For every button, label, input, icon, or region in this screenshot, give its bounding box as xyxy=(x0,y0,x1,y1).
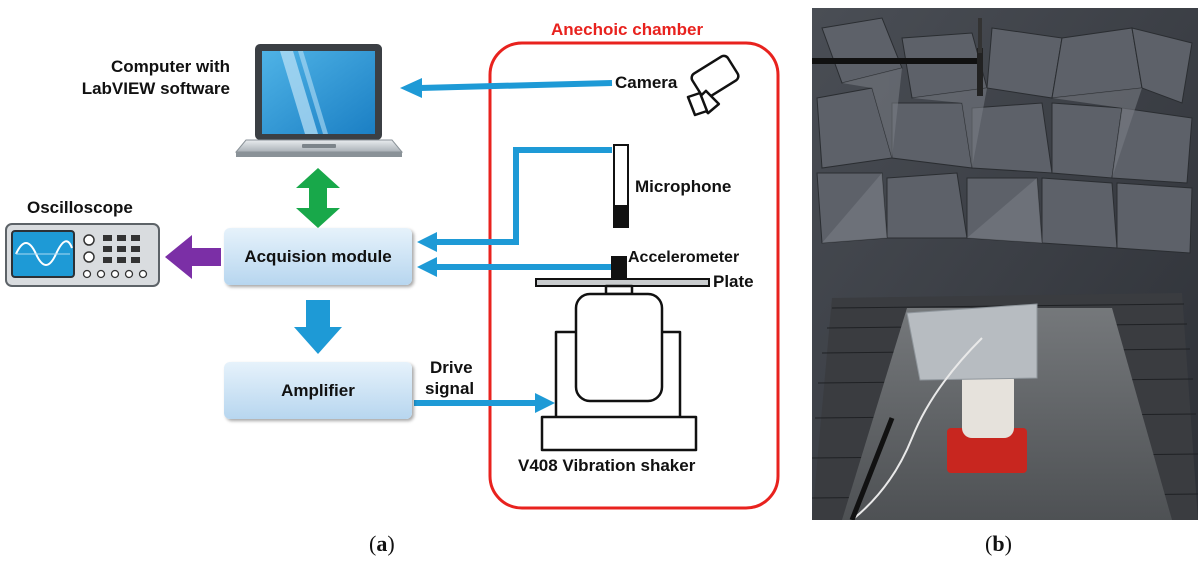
arrowhead-accel-to-module-icon xyxy=(417,257,437,277)
acquisition-module-label: Acquision module xyxy=(244,246,392,266)
laptop-icon xyxy=(234,44,404,157)
drive-signal-label-line1: Drive xyxy=(430,358,473,377)
plate-label: Plate xyxy=(713,272,754,291)
arrowhead-drive-signal-icon xyxy=(535,393,555,413)
drive-signal-label-line2: signal xyxy=(425,379,475,398)
shaker-label: V408 Vibration shaker xyxy=(518,456,696,475)
signal-arrowheads xyxy=(400,78,555,413)
oscilloscope-arrow-icon xyxy=(165,235,221,279)
amplifier-box: Amplifier xyxy=(224,362,412,419)
caption-a-letter: a xyxy=(376,531,388,556)
microphone-icon xyxy=(613,144,629,228)
down-arrow-icon xyxy=(294,300,342,354)
signal-arrows xyxy=(414,80,613,406)
amplifier-label: Amplifier xyxy=(281,380,355,400)
diagram-graphics xyxy=(5,41,780,510)
acquisition-module-box: Acquision module xyxy=(224,228,412,285)
chamber-photo-drawing xyxy=(812,8,1198,520)
caption-b-letter: b xyxy=(992,531,1005,556)
camera-icon xyxy=(686,54,740,117)
arrowhead-mic-to-module-icon xyxy=(417,232,437,252)
arrowhead-to-laptop-icon xyxy=(400,78,422,98)
microphone-label: Microphone xyxy=(635,177,732,196)
camera-label: Camera xyxy=(615,73,678,92)
caption-a: (a) xyxy=(369,531,395,556)
computer-label-line2: LabVIEW software xyxy=(81,79,230,98)
bidirectional-arrow-icon xyxy=(296,168,340,228)
accelerometer-label: Accelerometer xyxy=(628,249,740,266)
vibration-shaker-icon xyxy=(540,284,698,452)
oscilloscope-label: Oscilloscope xyxy=(27,198,133,217)
chamber-photo xyxy=(812,8,1198,520)
anechoic-chamber-label: Anechoic chamber xyxy=(551,20,704,39)
oscilloscope-icon xyxy=(5,223,160,287)
caption-b: (b) xyxy=(985,531,1012,556)
computer-label-line1: Computer with xyxy=(111,57,230,76)
setup-diagram: Anechoic chamber Computer with LabVIEW s… xyxy=(5,20,780,556)
accelerometer-icon xyxy=(611,256,627,279)
anechoic-chamber-border xyxy=(488,41,780,510)
